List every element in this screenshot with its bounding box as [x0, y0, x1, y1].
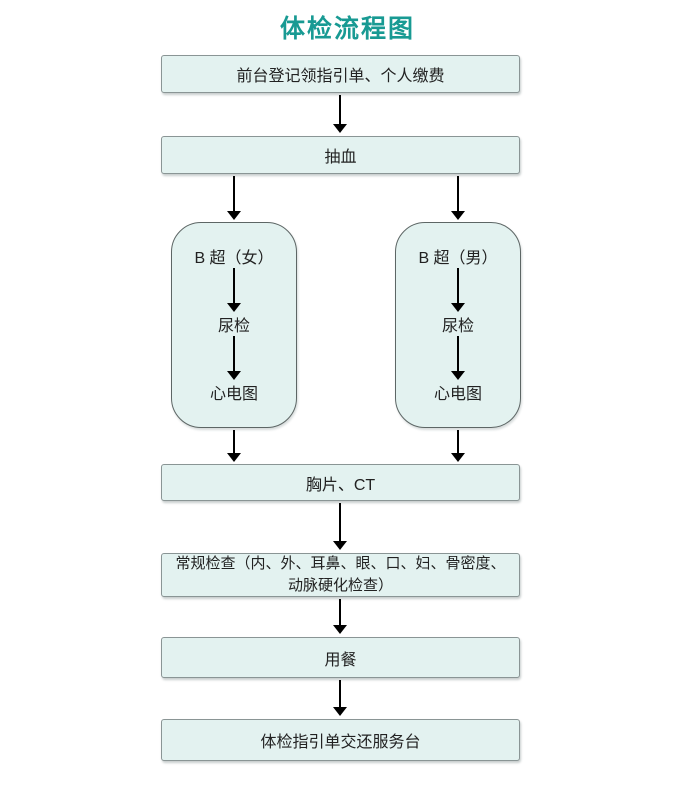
branch-male-urine-label: 尿检 — [441, 318, 474, 335]
step-return-sheet: 体检指引单交还服务台 — [161, 719, 520, 761]
step-return-sheet-label: 体检指引单交还服务台 — [260, 734, 421, 751]
step-blood-draw: 抽血 — [161, 136, 520, 174]
step-chest-ct: 胸片、CT — [161, 464, 520, 501]
step-meal-label: 用餐 — [324, 651, 357, 669]
branch-male-ultrasound-label: B 超（男） — [418, 250, 498, 267]
branch-male: B 超（男） 尿检 心电图 — [395, 222, 521, 428]
branch-female: B 超（女） 尿检 心电图 — [171, 222, 297, 428]
step-registration: 前台登记领指引单、个人缴费 — [161, 55, 520, 93]
step-meal: 用餐 — [161, 637, 520, 678]
step-routine-exam-label: 常规检查（内、外、耳鼻、眼、口、妇、骨密度、动脉硬化检查） — [175, 555, 506, 594]
step-chest-ct-label: 胸片、CT — [305, 476, 376, 494]
branch-female-ecg-label: 心电图 — [209, 386, 258, 403]
step-registration-label: 前台登记领指引单、个人缴费 — [236, 68, 445, 85]
branch-male-ecg-label: 心电图 — [433, 386, 482, 403]
branch-female-urine-label: 尿检 — [217, 318, 250, 335]
page-title: 体检流程图 — [279, 15, 415, 43]
step-routine-exam: 常规检查（内、外、耳鼻、眼、口、妇、骨密度、动脉硬化检查） — [161, 553, 520, 597]
branch-female-ultrasound-label: B 超（女） — [194, 250, 274, 267]
step-blood-draw-label: 抽血 — [324, 149, 357, 166]
